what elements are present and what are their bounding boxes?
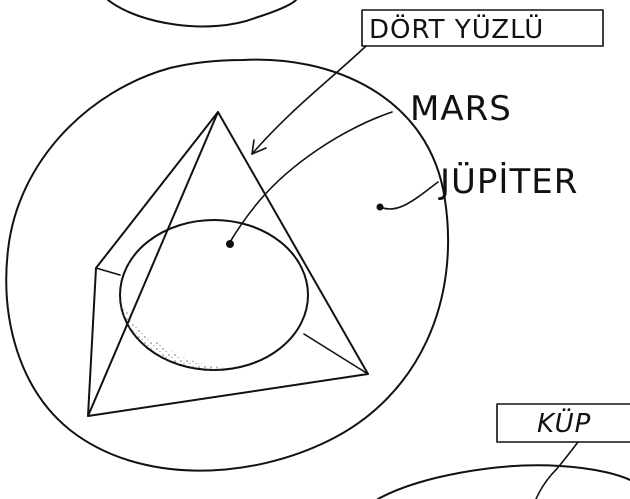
label-cube: KÜP: [537, 407, 591, 439]
label-jupiter: JÜPİTER: [438, 161, 578, 202]
mars-point: [226, 240, 234, 248]
jupiter-sphere: [6, 60, 448, 471]
tetrahedron: [88, 112, 368, 416]
lower-sphere-arc: [378, 465, 630, 499]
jupiter-point: [377, 204, 384, 211]
upper-sphere-arc: [108, 0, 296, 26]
label-tetrahedron: DÖRT YÜZLÜ: [369, 13, 544, 45]
jupiter-leader: [380, 182, 438, 209]
tetrahedron-leader: [252, 46, 366, 154]
cube-leader: [536, 442, 578, 499]
label-mars: MARS: [410, 89, 512, 129]
